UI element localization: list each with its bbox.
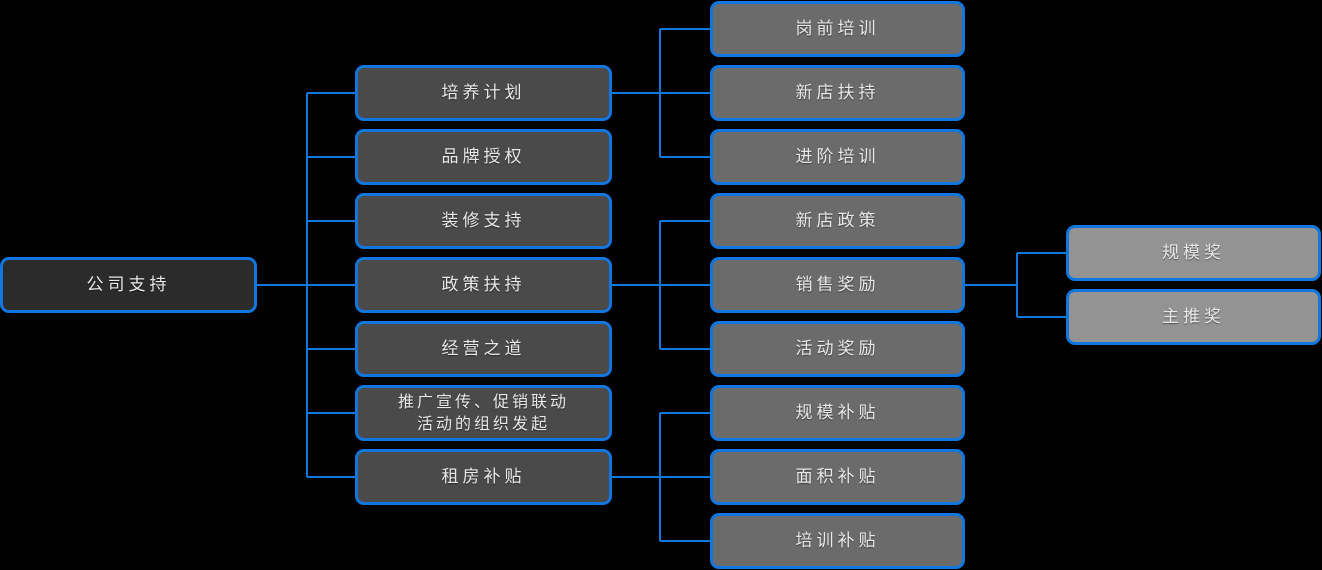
- node-level3-peixunbutie[interactable]: 培训补贴: [710, 513, 965, 569]
- node-level2-zhuangxiuzhichi[interactable]: 装修支持: [355, 193, 612, 249]
- node-level4-guimojiang[interactable]: 规模奖: [1066, 225, 1321, 281]
- node-level3-huodongjiangli[interactable]: 活动奖励: [710, 321, 965, 377]
- node-level3-xindianfuchi[interactable]: 新店扶持: [710, 65, 965, 121]
- node-level3-jinjiepeixun[interactable]: 进阶培训: [710, 129, 965, 185]
- node-level3-xiaoshoujiangli[interactable]: 销售奖励: [710, 257, 965, 313]
- node-level3-gangqianpeixun[interactable]: 岗前培训: [710, 1, 965, 57]
- node-level3-xindianzhengce[interactable]: 新店政策: [710, 193, 965, 249]
- node-level2-tuiguangxuanchuan[interactable]: 推广宣传、促销联动 活动的组织发起: [355, 385, 612, 441]
- node-level4-zhutuijiang[interactable]: 主推奖: [1066, 289, 1321, 345]
- node-level2-zufangbutie[interactable]: 租房补贴: [355, 449, 612, 505]
- node-level3-mianjibutie[interactable]: 面积补贴: [710, 449, 965, 505]
- node-level2-zhengcefuchi[interactable]: 政策扶持: [355, 257, 612, 313]
- node-root[interactable]: 公司支持: [0, 257, 257, 313]
- node-level2-jingyingzhidao[interactable]: 经营之道: [355, 321, 612, 377]
- node-level2-peiyangjihua[interactable]: 培养计划: [355, 65, 612, 121]
- node-level2-pinpaishouquan[interactable]: 品牌授权: [355, 129, 612, 185]
- node-level3-guimobutie[interactable]: 规模补贴: [710, 385, 965, 441]
